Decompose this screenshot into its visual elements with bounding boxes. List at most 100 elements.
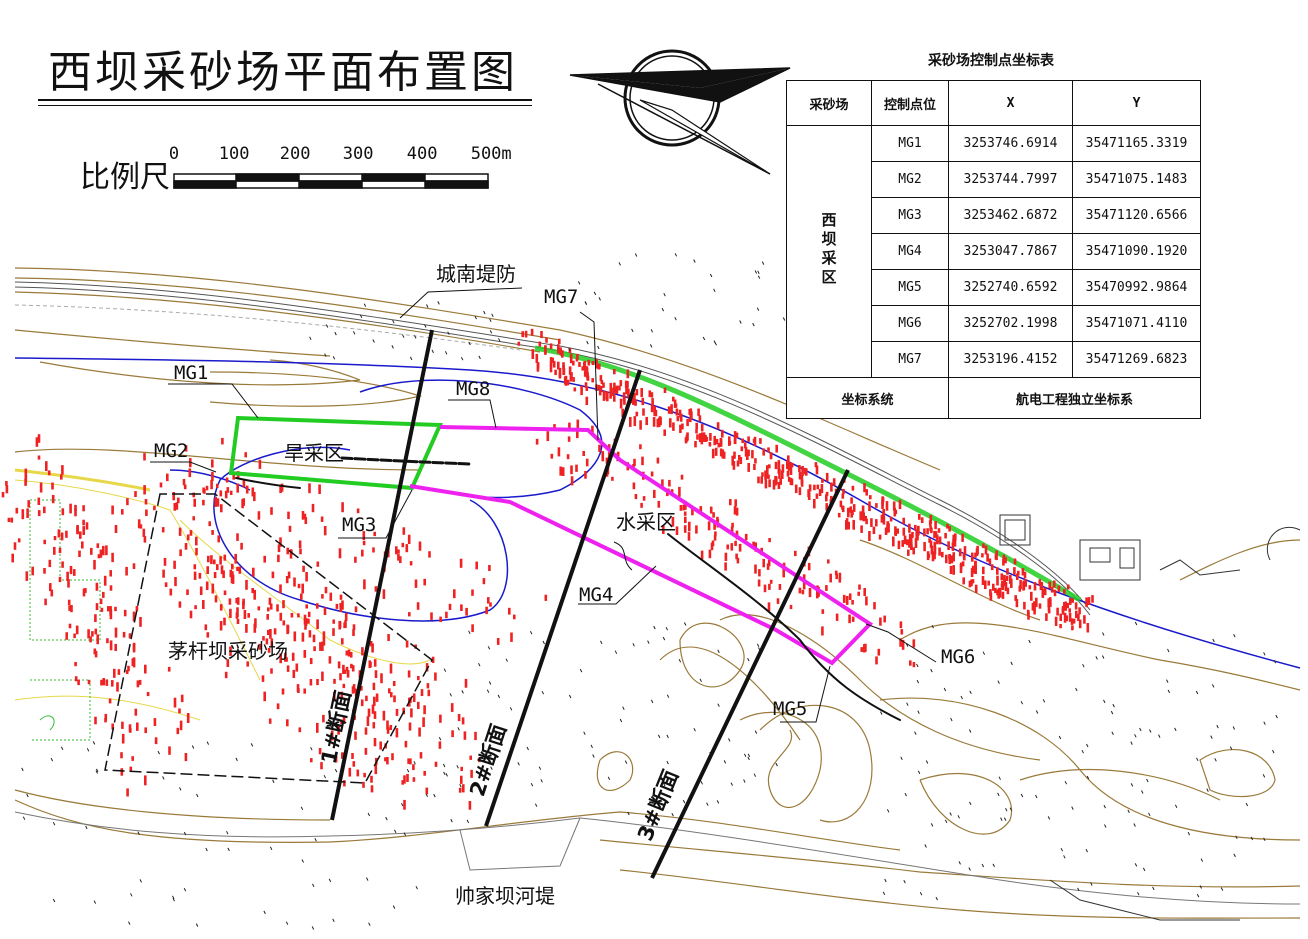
survey-spot (231, 563, 234, 570)
survey-spot (409, 561, 413, 566)
survey-spot (1035, 597, 1038, 608)
survey-spot (459, 558, 463, 568)
survey-spot (354, 731, 357, 740)
survey-spot (839, 500, 843, 508)
survey-spot (700, 432, 704, 442)
ground-mark (1086, 775, 1090, 780)
ground-mark (1200, 858, 1204, 862)
survey-spot (370, 775, 373, 783)
survey-spot (287, 571, 291, 579)
survey-spot (236, 607, 239, 618)
ground-mark (128, 921, 131, 925)
ground-mark (489, 318, 492, 323)
survey-spot (851, 616, 855, 622)
survey-spot (908, 523, 911, 533)
survey-spot (591, 361, 595, 366)
survey-spot (417, 701, 420, 709)
survey-spot (1091, 595, 1094, 603)
survey-spot (842, 594, 846, 603)
survey-spot (347, 649, 351, 657)
survey-spot (908, 533, 912, 541)
survey-spot (545, 337, 548, 343)
survey-spot (219, 604, 223, 611)
survey-spot (221, 437, 224, 445)
survey-spot (986, 553, 989, 562)
survey-spot (641, 397, 645, 406)
survey-spot (374, 670, 378, 678)
ground-mark (498, 338, 501, 342)
ground-mark (85, 825, 88, 830)
survey-spot (178, 708, 181, 714)
survey-spot (45, 461, 48, 472)
survey-spot (937, 528, 941, 533)
survey-spot (193, 498, 196, 507)
survey-spot (305, 572, 308, 582)
survey-spot (546, 431, 550, 442)
survey-spot (754, 458, 757, 464)
survey-spot (176, 727, 180, 735)
ground-mark (460, 356, 464, 361)
ground-mark (542, 640, 545, 645)
survey-spot (614, 388, 618, 393)
survey-spot (362, 540, 366, 546)
survey-spot (253, 589, 256, 600)
ground-mark (747, 753, 751, 758)
survey-spot (851, 600, 854, 605)
survey-spot (897, 540, 901, 550)
survey-spot (370, 785, 374, 793)
ground-mark (352, 331, 356, 335)
ground-mark (1199, 885, 1202, 889)
survey-spot (169, 588, 173, 596)
survey-spot (907, 549, 910, 556)
scale-bar-label: 比例尺 (80, 160, 170, 195)
ground-mark (662, 636, 666, 641)
survey-spot (632, 482, 636, 490)
survey-spot (245, 624, 248, 633)
ground-mark (449, 693, 452, 697)
ground-mark (269, 846, 273, 851)
survey-spot (53, 546, 56, 555)
survey-spot (653, 489, 656, 498)
survey-spot (961, 533, 964, 542)
survey-spot (382, 589, 386, 599)
survey-spot (736, 460, 740, 467)
survey-spot (463, 731, 467, 740)
ground-mark (162, 776, 165, 780)
ground-mark (1174, 727, 1177, 732)
ground-mark (413, 761, 416, 765)
survey-spot (412, 693, 416, 702)
ground-mark (757, 270, 760, 275)
survey-spot (407, 534, 411, 544)
survey-spot (167, 666, 171, 672)
survey-spot (269, 603, 273, 610)
survey-spot (153, 718, 157, 726)
point-cell: MG7 (871, 341, 949, 378)
survey-spot (1061, 607, 1065, 613)
survey-spot (24, 468, 28, 479)
survey-spot (460, 766, 463, 771)
survey-spot (676, 416, 680, 422)
ground-mark (1000, 817, 1003, 821)
survey-spot (69, 503, 72, 514)
ground-mark (52, 898, 56, 903)
ground-mark (1235, 835, 1238, 840)
survey-spot (343, 780, 346, 787)
survey-spot (1002, 558, 1005, 566)
survey-spot (808, 484, 812, 492)
survey-spot (513, 614, 516, 620)
ground-mark (285, 921, 289, 925)
ground-mark (1142, 867, 1146, 872)
survey-spot (841, 493, 845, 499)
ground-mark (310, 746, 313, 751)
ground-mark (649, 344, 653, 348)
survey-spot (113, 668, 116, 678)
survey-spot (777, 467, 781, 474)
ground-mark (1245, 802, 1249, 807)
survey-spot (645, 416, 648, 426)
survey-spot (684, 500, 687, 510)
survey-spot (863, 588, 866, 596)
ground-mark (950, 717, 953, 722)
survey-spot (671, 516, 675, 527)
ground-mark (263, 910, 266, 915)
survey-spot (948, 526, 951, 532)
